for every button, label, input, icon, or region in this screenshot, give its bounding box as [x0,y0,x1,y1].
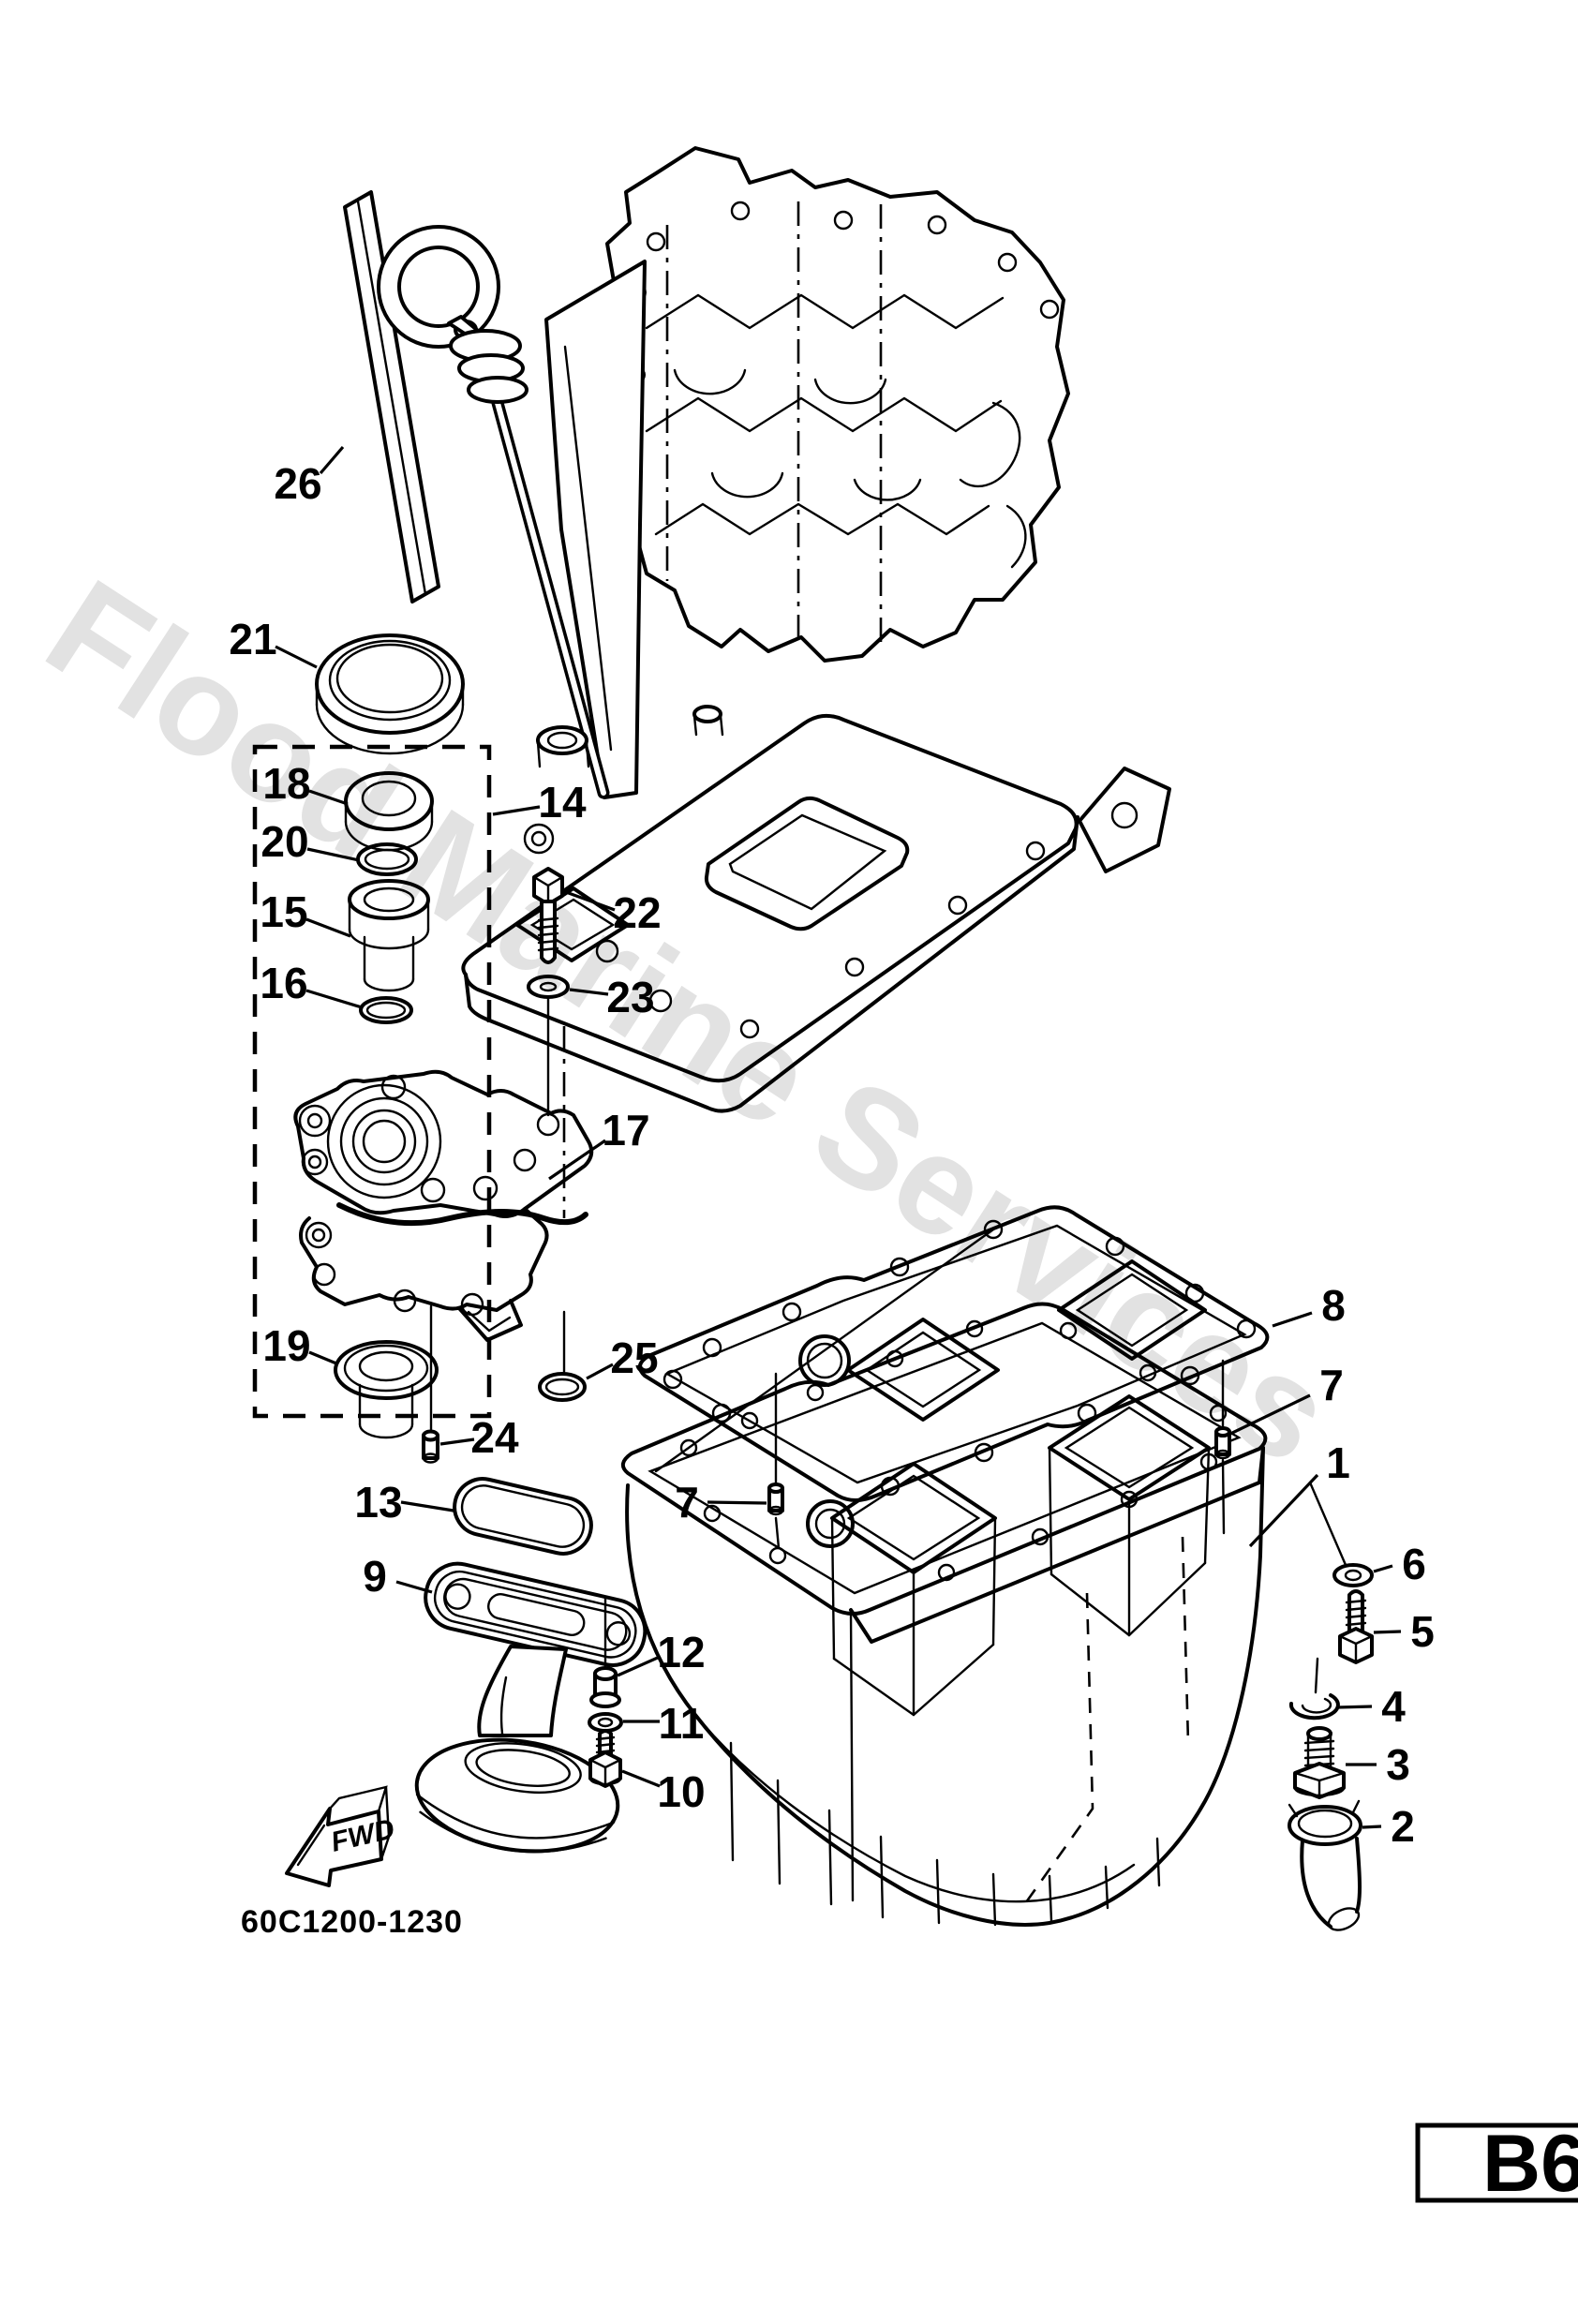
callout-leader-17 [548,1139,606,1181]
gasket-4 [1288,1657,1340,1721]
callout-number-20: 20 [261,817,308,866]
collar-12 [589,1597,621,1708]
callout-number-19: 19 [262,1321,310,1370]
fwd-arrow: FWD [285,1785,397,1887]
callout-number-23: 23 [606,973,654,1021]
callout-number-10: 10 [657,1767,705,1816]
strainer-gasket-13 [453,1477,593,1556]
callout-leader-18 [308,789,349,806]
callout-number-24: 24 [470,1413,519,1462]
callout-number-1: 1 [1326,1438,1350,1487]
callout-leader-22 [565,890,616,912]
callout-leader-21 [275,645,318,669]
callout-number-5: 5 [1410,1607,1435,1656]
bolt-5 [1338,1589,1374,1664]
callout-leader-5 [1373,1630,1402,1634]
dowel-pin-7-right [1214,1359,1231,1535]
callout-leader-8 [1272,1311,1313,1328]
callout-leader-2 [1362,1825,1382,1829]
oil-pump-assembly-box [252,744,492,1419]
filler-neck-2 [1288,1799,1362,1931]
callout-number-9: 9 [363,1552,387,1601]
o-ring-25 [538,1310,587,1402]
callout-leader-24 [439,1438,475,1446]
callout-number-12: 12 [657,1628,705,1676]
oil-seal-19 [334,1340,439,1439]
callout-leader-26 [319,445,345,475]
drain-plug-3 [1293,1726,1346,1799]
callout-leader-25 [586,1363,614,1380]
callout-leader-23 [569,988,609,996]
bolt-22 [532,867,564,964]
callout-number-25: 25 [610,1333,658,1382]
callout-number-22: 22 [613,888,661,937]
callout-number-8: 8 [1321,1281,1346,1330]
oil-strainer-body [414,1645,620,1854]
callout-number-6: 6 [1402,1540,1426,1588]
callout-leader-4 [1336,1705,1373,1709]
callout-number-21: 21 [229,615,276,663]
callout-number-2: 2 [1391,1802,1415,1851]
dowel-pin-7-left [767,1372,784,1550]
callout-number-18: 18 [262,759,310,808]
callout-number-13: 13 [354,1478,402,1527]
oil-pan-gasket-8 [637,1205,1270,1502]
callout-number-17: 17 [602,1106,649,1155]
oil-pan-1 [620,1302,1268,1927]
bearing-18 [344,771,434,852]
o-ring-16 [359,996,413,1024]
callout-leader-16 [305,989,363,1009]
callout-leader-7 [1228,1393,1311,1437]
bolt-10 [588,1729,622,1788]
bushing-15 [348,879,430,992]
callout-number-16: 16 [260,959,307,1007]
oil-pump-body [293,1069,594,1432]
callout-leader-13 [400,1500,454,1512]
callout-leader-6 [1373,1564,1393,1573]
dipstick [377,225,610,799]
callout-number-3: 3 [1386,1740,1410,1789]
callout-number-11: 11 [659,1699,705,1748]
callout-leader-14 [492,805,541,816]
callout-number-15: 15 [260,887,307,936]
page-code-box: B6 [1415,2119,1578,2209]
seal-ring-21 [315,633,465,755]
callout-leader-9 [395,1580,433,1594]
callout-leader-7 [707,1500,767,1505]
callout-number-14: 14 [538,778,587,827]
callout-number-7: 7 [675,1478,699,1527]
page-code: B6 [1482,2119,1578,2209]
dipstick-guide-blade [343,190,647,799]
callout-number-4: 4 [1381,1682,1406,1731]
washer-11 [588,1712,623,1733]
callout-leader-19 [308,1350,337,1365]
callout-number-7: 7 [1319,1361,1344,1409]
callout-leader-15 [305,917,351,938]
washer-6 [1308,1481,1374,1587]
diagram-code: 60C1200-1230 [241,1904,463,1940]
engine-block-drawing [603,146,1070,663]
callout-leader-10 [621,1769,661,1788]
dowel-pin-24 [422,1429,439,1464]
washer-23 [527,975,570,1117]
callout-leader-1 [1248,1473,1319,1548]
callout-leader-12 [617,1655,661,1677]
watermark: Flood Marine Services [22,549,1359,1494]
callout-number-26: 26 [274,459,321,508]
callout-leader-20 [306,847,360,862]
